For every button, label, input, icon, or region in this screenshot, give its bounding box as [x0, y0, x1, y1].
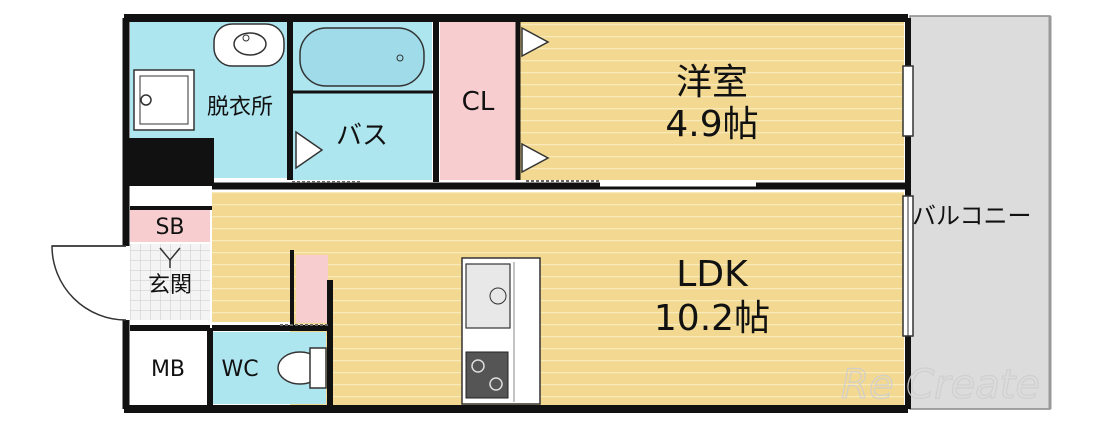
entrance-label: 玄関	[148, 273, 192, 298]
watermark: Re Create	[841, 362, 1040, 408]
dressing-label: 脱衣所	[207, 95, 273, 120]
entrance-door-swing	[51, 245, 127, 321]
ldk-size: 10.2帖	[654, 298, 770, 339]
western-room-name: 洋室	[676, 62, 748, 103]
ldk-floor	[290, 192, 904, 405]
walls	[122, 14, 911, 413]
western-room-size: 4.9帖	[665, 104, 758, 145]
hall-floor	[212, 192, 290, 322]
bath-label: バス	[336, 121, 388, 151]
toilet-label: WC	[221, 357, 258, 382]
closet-area	[440, 22, 520, 180]
ldk-name: LDK	[676, 254, 749, 295]
western-room-floor	[520, 22, 904, 180]
shoe-box-label: SB	[155, 215, 184, 240]
bathtub	[299, 27, 425, 87]
entrance-floor	[130, 244, 210, 320]
balcony-label: バルコニー	[912, 202, 1032, 230]
closet-label: CL	[462, 87, 495, 117]
shoe-box-area	[130, 210, 210, 242]
balcony-area	[909, 15, 1051, 410]
meter-box-label: MB	[151, 357, 185, 382]
